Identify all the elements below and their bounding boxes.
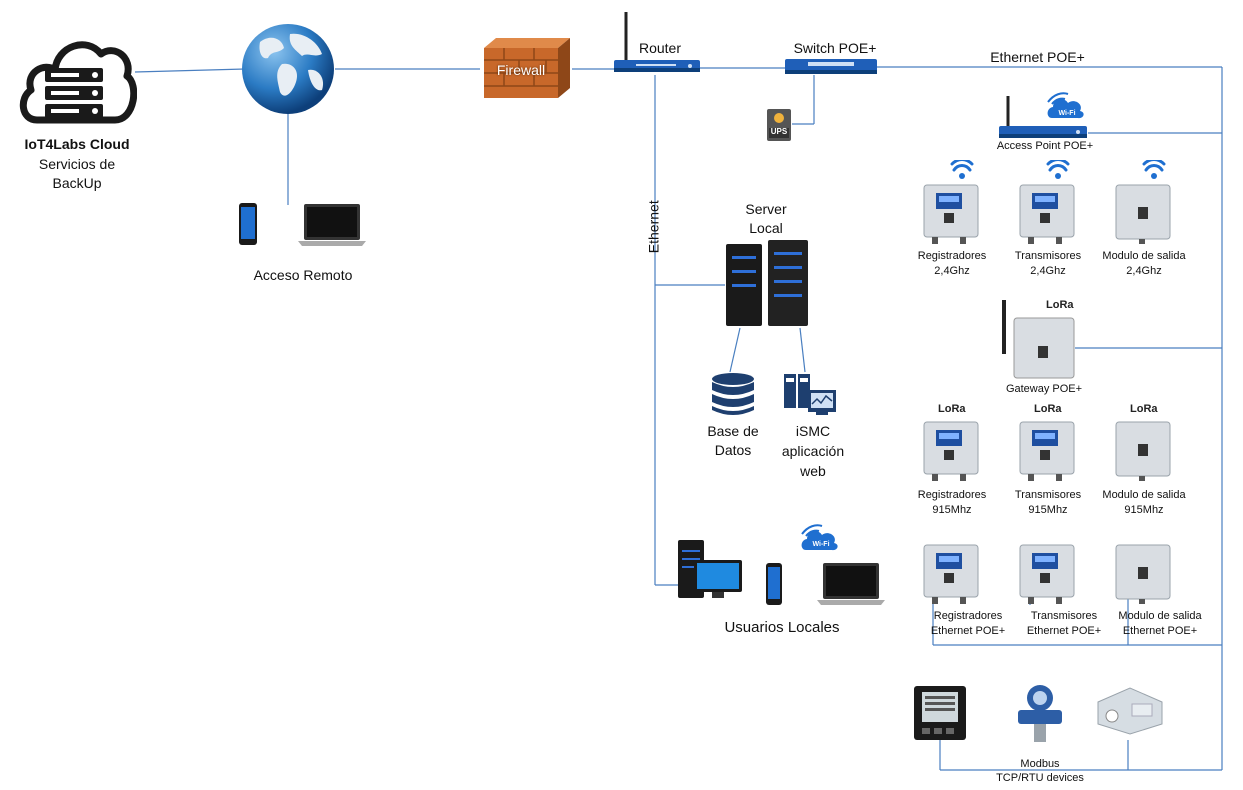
wire-cloud-globe [134,68,246,73]
wifi-signal-icon [1046,160,1070,179]
cloud-line1: Servicios de [38,156,116,172]
wifi-signal-icon [1142,160,1166,179]
lora-badge: LoRa [1034,403,1062,415]
lora-badge: LoRa [938,403,966,415]
lora-device-label-line2: 915Mhz [1028,504,1068,516]
globe-icon [242,24,334,114]
poe-device-1-icon [923,544,979,604]
lora-device-label-line2: 915Mhz [1124,504,1164,516]
router-icon [614,12,700,72]
poe-device-label-line2: Ethernet POE+ [1026,625,1102,637]
phone-icon [239,203,257,245]
ap-wifi-badge: Wi-Fi [1058,110,1076,117]
poe-device-label-line1: Registradores [933,610,1003,622]
wifi-device-label-line2: 2,4Ghz [934,265,970,277]
lora-device-label-line1: Modulo de salida [1102,489,1186,501]
wifi-device-label-line1: Registradores [917,250,987,262]
wifi-device-3-icon [1115,184,1171,244]
poe-device-label-line1: Modulo de salida [1118,610,1202,622]
poe-device-label-line1: Transmisores [1030,610,1098,622]
lora-device-label-line2: 915Mhz [932,504,972,516]
modbus-line2: TCP/RTU devices [996,772,1084,784]
switch-icon [785,59,877,74]
ethernet-vertical-label: Ethernet [645,200,662,254]
access-point-icon [999,96,1087,138]
poe-device-2-icon [1019,544,1075,604]
lora-device-2-icon [1019,421,1075,481]
wifi-device-label-line2: 2,4Ghz [1030,265,1066,277]
wifi-device-label-line1: Transmisores [1014,250,1082,262]
server-icon [726,240,808,326]
firewall-label: Firewall [496,62,546,78]
gateway-label: Gateway POE+ [1005,383,1083,395]
pressure-transmitter-icon [1018,685,1062,742]
wifi-device-1-icon [923,184,979,244]
local-wifi-badge: Wi-Fi [812,541,830,548]
local-phone-icon [766,563,782,605]
local-users-label: Usuarios Locales [724,619,840,636]
gateway-lora-badge: LoRa [1046,299,1074,311]
firewall-icon [484,38,570,98]
desktop-pc-icon [678,540,742,598]
wifi-device-2-icon [1019,184,1075,244]
laptop-icon [298,204,366,246]
ups-icon [767,109,791,141]
database-icon [712,373,754,415]
wifi-cloud-icon [1047,92,1084,119]
wifi-device-label-line2: 2,4Ghz [1126,265,1162,277]
cloud-line2: BackUp [52,175,102,191]
wifi-device-label-line1: Modulo de salida [1102,250,1186,262]
ethernet-poe-label: Ethernet POE+ [990,49,1085,65]
database-line2: Datos [714,442,752,458]
gateway-icon [1002,300,1075,379]
wire-server-db [729,327,741,373]
lora-device-label-line1: Transmisores [1014,489,1082,501]
wifi-signal-icon [950,160,974,179]
cloud-server-icon [19,41,137,124]
access-point-label: Access Point POE+ [996,140,1094,152]
poe-device-label-line2: Ethernet POE+ [930,625,1006,637]
local-laptop-icon [817,563,885,605]
ismc-line3: web [800,463,826,479]
server-line2: Local [749,220,783,236]
duct-sensor-icon [1097,687,1163,735]
server-line1: Server [745,201,787,217]
power-meter-icon [914,686,966,740]
cloud-title: IoT4Labs Cloud [24,136,130,152]
wire-server-ismc [799,327,806,373]
ups-label: UPS [770,127,788,136]
poe-device-label-line2: Ethernet POE+ [1122,625,1198,637]
ismc-line2: aplicación [781,443,845,459]
remote-label: Acceso Remoto [253,267,353,283]
switch-label: Switch POE+ [793,40,877,56]
ismc-line1: iSMC [795,423,831,439]
local-wifi-cloud-icon [801,524,838,551]
poe-device-3-icon [1115,544,1171,604]
lora-device-3-icon [1115,421,1171,481]
router-label: Router [638,40,682,56]
modbus-line1: Modbus [1020,758,1060,770]
lora-device-1-icon [923,421,979,481]
database-line1: Base de [707,423,759,439]
lora-device-label-line1: Registradores [917,489,987,501]
lora-badge: LoRa [1130,403,1158,415]
ismc-app-icon [784,374,836,415]
